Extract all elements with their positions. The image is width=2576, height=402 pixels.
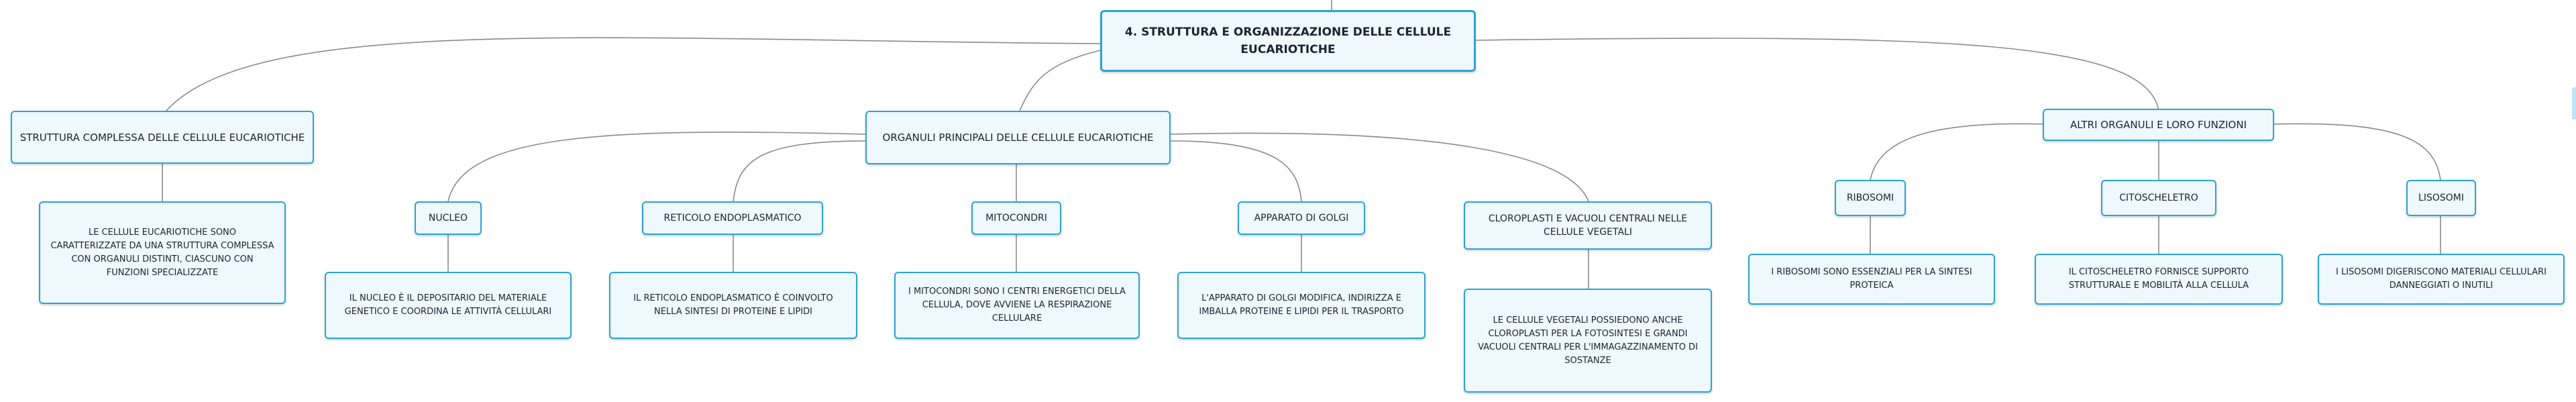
- edge-root-struttura: [166, 37, 1101, 111]
- topic-altri-label: ALTRI ORGANULI E LORO FUNZIONI: [2070, 119, 2247, 131]
- topic-nucleo[interactable]: NUCLEO: [415, 201, 482, 235]
- side-panel-handle[interactable]: [2572, 87, 2576, 119]
- topic-cloroplasti-label: CLOROPLASTI E VACUOLI CENTRALI NELLE CEL…: [1488, 213, 1688, 238]
- topic-organuli-principali[interactable]: ORGANULI PRINCIPALI DELLE CELLULE EUCARI…: [865, 111, 1171, 164]
- detail-struttura-text: LE CELLULE EUCARIOTICHE SONO CARATTERIZZ…: [50, 227, 274, 278]
- topic-golgi-label: APPARATO DI GOLGI: [1254, 213, 1349, 223]
- topic-mitocondri-label: MITOCONDRI: [985, 213, 1047, 223]
- topic-citoscheletro[interactable]: CITOSCHELETRO: [2101, 180, 2216, 216]
- detail-mitocondri[interactable]: I MITOCONDRI SONO I CENTRI ENERGETICI DE…: [894, 272, 1140, 339]
- edge-organuli-golgi: [1170, 140, 1302, 202]
- detail-nucleo[interactable]: IL NUCLEO È IL DEPOSITARIO DEL MATERIALE…: [325, 272, 572, 339]
- edge-organuli-cloroplasti: [1170, 132, 1589, 202]
- detail-lisosomi-text: I LISOSOMI DIGERISCONO MATERIALI CELLULA…: [2335, 267, 2546, 291]
- topic-organuli-label: ORGANULI PRINCIPALI DELLE CELLULE EUCARI…: [882, 132, 1154, 144]
- detail-citoscheletro-text: IL CITOSCHELETRO FORNISCE SUPPORTO STRUT…: [2068, 267, 2249, 291]
- topic-lisosomi[interactable]: LISOSOMI: [2406, 180, 2476, 216]
- detail-golgi-text: L'APPARATO DI GOLGI MODIFICA, INDIRIZZA …: [1199, 293, 1404, 317]
- topic-reticolo-label: RETICOLO ENDOPLASMATICO: [663, 213, 802, 223]
- detail-ribosomi-text: I RIBOSOMI SONO ESSENZIALI PER LA SINTES…: [1771, 267, 1972, 291]
- topic-altri-organuli[interactable]: ALTRI ORGANULI E LORO FUNZIONI: [2043, 109, 2274, 141]
- topic-nucleo-label: NUCLEO: [428, 213, 468, 223]
- topic-mitocondri[interactable]: MITOCONDRI: [971, 201, 1061, 235]
- detail-cloroplasti-vacuoli[interactable]: LE CELLULE VEGETALI POSSIEDONO ANCHE CLO…: [1464, 289, 1712, 393]
- detail-citoscheletro[interactable]: IL CITOSCHELETRO FORNISCE SUPPORTO STRUT…: [2035, 254, 2283, 305]
- topic-struttura-complessa[interactable]: STRUTTURA COMPLESSA DELLE CELLULE EUCARI…: [11, 111, 314, 164]
- detail-nucleo-text: IL NUCLEO È IL DEPOSITARIO DEL MATERIALE…: [344, 293, 552, 317]
- topic-lisosomi-label: LISOSOMI: [2418, 193, 2464, 203]
- edge-organuli-reticolo: [733, 140, 866, 202]
- detail-struttura-complessa[interactable]: LE CELLULE EUCARIOTICHE SONO CARATTERIZZ…: [39, 201, 286, 304]
- root-topic[interactable]: 4. STRUTTURA E ORGANIZZAZIONE DELLE CELL…: [1100, 10, 1476, 72]
- edge-organuli-nucleo: [447, 132, 866, 202]
- topic-apparato-di-golgi[interactable]: APPARATO DI GOLGI: [1238, 201, 1365, 235]
- detail-reticolo-text: IL RETICOLO ENDOPLASMATICO È COINVOLTO N…: [633, 293, 833, 317]
- topic-citoscheletro-label: CITOSCHELETRO: [2119, 193, 2198, 203]
- edge-altri-ribosomi: [1870, 123, 2043, 181]
- detail-cloroplasti-text: LE CELLULE VEGETALI POSSIEDONO ANCHE CLO…: [1478, 315, 1698, 366]
- topic-cloroplasti-vacuoli[interactable]: CLOROPLASTI E VACUOLI CENTRALI NELLE CEL…: [1464, 201, 1712, 250]
- edge-root-organuli: [1019, 50, 1101, 111]
- edge-root-altri: [1475, 38, 2159, 111]
- topic-ribosomi-label: RIBOSOMI: [1846, 193, 1894, 203]
- topic-reticolo-endoplasmatico[interactable]: RETICOLO ENDOPLASMATICO: [642, 201, 823, 235]
- topic-ribosomi[interactable]: RIBOSOMI: [1835, 180, 1906, 216]
- topic-struttura-label: STRUTTURA COMPLESSA DELLE CELLULE EUCARI…: [19, 131, 305, 144]
- detail-apparato-di-golgi[interactable]: L'APPARATO DI GOLGI MODIFICA, INDIRIZZA …: [1177, 272, 1426, 339]
- edge-altri-lisosomi: [2273, 123, 2441, 181]
- detail-lisosomi[interactable]: I LISOSOMI DIGERISCONO MATERIALI CELLULA…: [2318, 254, 2565, 305]
- detail-ribosomi[interactable]: I RIBOSOMI SONO ESSENZIALI PER LA SINTES…: [1748, 254, 1995, 305]
- detail-mitocondri-text: I MITOCONDRI SONO I CENTRI ENERGETICI DE…: [908, 287, 1126, 323]
- detail-reticolo-endoplasmatico[interactable]: IL RETICOLO ENDOPLASMATICO È COINVOLTO N…: [609, 272, 857, 339]
- root-topic-label: 4. STRUTTURA E ORGANIZZAZIONE DELLE CELL…: [1124, 26, 1452, 56]
